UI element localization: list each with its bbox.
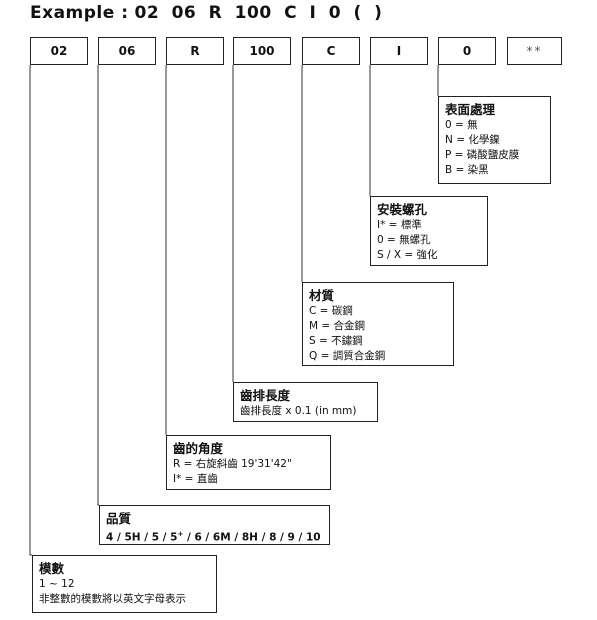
tooth-angle-heading: 齒的角度 bbox=[173, 441, 224, 456]
surface-option: B = 染黑 bbox=[445, 164, 489, 176]
quality-box: 品質 4 / 5H / 5 / 5+ / 6 / 6M / 8H / 8 / 9… bbox=[99, 505, 330, 545]
quality-heading: 品質 bbox=[106, 511, 132, 526]
title-prefix: Example : bbox=[30, 3, 129, 23]
material-box: 材質 C = 碳鋼 M = 合金鋼 S = 不鏽鋼 Q = 調質合金鋼 bbox=[302, 282, 454, 366]
rack-length-box: 齒排長度 齒排長度 x 0.1 (in mm) bbox=[233, 382, 378, 422]
code-box-optional: ** bbox=[507, 37, 562, 65]
material-option: Q = 調質合金鋼 bbox=[309, 350, 386, 362]
module-note: 非整數的模數將以英文字母表示 bbox=[39, 593, 186, 605]
surface-treatment-box: 表面處理 0 = 無 N = 化學鎳 P = 磷酸鹽皮膜 B = 染黑 bbox=[438, 96, 551, 184]
tooth-angle-box: 齒的角度 R = 右旋斜齒 19'31'42" I* = 直齒 bbox=[166, 435, 331, 490]
code-box-quality: 06 bbox=[98, 37, 156, 65]
mounting-hole-heading: 安裝螺孔 bbox=[377, 202, 428, 217]
title-code: 02 06 R 100 C I 0 ( ) bbox=[134, 3, 383, 23]
material-option: C = 碳鋼 bbox=[309, 305, 353, 317]
surface-option: 0 = 無 bbox=[445, 119, 478, 131]
code-box-material: C bbox=[302, 37, 360, 65]
angle-option: I* = 直齒 bbox=[173, 473, 218, 485]
code-box-module: 02 bbox=[30, 37, 88, 65]
hole-option: I* = 標準 bbox=[377, 219, 422, 231]
surface-treatment-heading: 表面處理 bbox=[445, 102, 496, 117]
surface-option: N = 化學鎳 bbox=[445, 134, 500, 146]
quality-grade-plus: + bbox=[177, 530, 184, 538]
surface-option: P = 磷酸鹽皮膜 bbox=[445, 149, 520, 161]
material-option: M = 合金鋼 bbox=[309, 320, 366, 332]
mounting-hole-box: 安裝螺孔 I* = 標準 0 = 無螺孔 S / X = 強化 bbox=[370, 196, 488, 266]
quality-grades-start: 4 / 5H / 5 / 5 bbox=[106, 531, 178, 544]
material-option: S = 不鏽鋼 bbox=[309, 335, 363, 347]
code-box-hole: I bbox=[370, 37, 428, 65]
quality-grades: 4 / 5H / 5 / 5+ / 6 / 6M / 8H / 8 / 9 / … bbox=[106, 527, 323, 546]
module-box: 模數 1 ~ 12 非整數的模數將以英文字母表示 bbox=[32, 555, 217, 613]
module-range: 1 ~ 12 bbox=[39, 578, 75, 590]
code-box-angle: R bbox=[166, 37, 224, 65]
code-box-surface: 0 bbox=[438, 37, 496, 65]
material-heading: 材質 bbox=[309, 288, 335, 303]
example-title: Example :02 06 R 100 C I 0 ( ) bbox=[30, 3, 382, 23]
hole-option: 0 = 無螺孔 bbox=[377, 234, 431, 246]
angle-option: R = 右旋斜齒 19'31'42" bbox=[173, 458, 292, 470]
module-heading: 模數 bbox=[39, 561, 65, 576]
rack-length-heading: 齒排長度 bbox=[240, 388, 291, 403]
code-box-length: 100 bbox=[233, 37, 291, 65]
hole-option: S / X = 強化 bbox=[377, 249, 438, 261]
quality-grades-end: / 6 / 6M / 8H / 8 / 9 / 10 bbox=[183, 531, 321, 544]
rack-length-formula: 齒排長度 x 0.1 (in mm) bbox=[240, 405, 357, 417]
